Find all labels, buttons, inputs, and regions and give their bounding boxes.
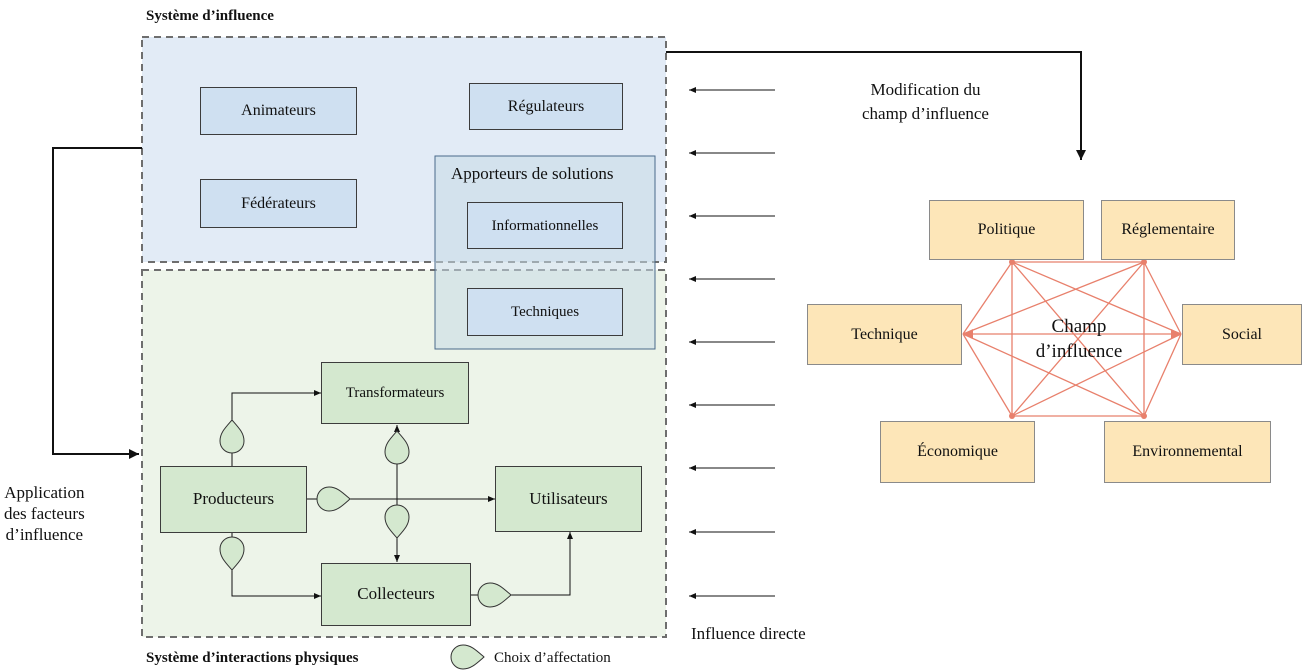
influence-field-edges bbox=[962, 261, 1182, 417]
modification-label-line-2: champ d’influence bbox=[862, 104, 989, 123]
solution-techniques: Techniques bbox=[467, 288, 623, 336]
factor-environnemental: Environnemental bbox=[1104, 421, 1271, 483]
influence-field-nodes bbox=[963, 259, 1181, 419]
solution-providers-title: Apporteurs de solutions bbox=[451, 164, 614, 183]
application-label-line-2: des facteurs bbox=[4, 504, 85, 523]
factor-politique: Politique bbox=[929, 200, 1084, 260]
modification-label: Modification du champ d’influence bbox=[862, 78, 989, 126]
factor-social: Social bbox=[1182, 304, 1302, 365]
actor-federateurs: Fédérateurs bbox=[200, 179, 357, 228]
actor-producteurs: Producteurs bbox=[160, 466, 307, 533]
assignment-choice-markers bbox=[219, 419, 512, 670]
actor-regulateurs: Régulateurs bbox=[469, 83, 623, 130]
choice-marker-transformateurs bbox=[384, 430, 410, 465]
influence-field-center-label: Champ d’influence bbox=[1020, 314, 1138, 364]
actor-transformateurs: Transformateurs bbox=[321, 362, 469, 424]
application-arrow bbox=[52, 147, 142, 459]
solution-informationnelles: Informationnelles bbox=[467, 202, 623, 249]
choice-marker-collecteurs bbox=[384, 504, 410, 539]
choice-marker-producteurs-transformateurs bbox=[219, 419, 245, 454]
actor-utilisateurs: Utilisateurs bbox=[495, 466, 642, 532]
modification-label-line-1: Modification du bbox=[870, 80, 981, 99]
influence-field-center-line-2: d’influence bbox=[1035, 341, 1123, 362]
application-label: Application des facteurs d’influence bbox=[4, 482, 85, 545]
factor-reglementaire: Réglementaire bbox=[1101, 200, 1235, 260]
choice-marker-producteurs-utilisateurs bbox=[316, 486, 351, 512]
application-label-line-3: d’influence bbox=[5, 525, 84, 544]
modification-arrow bbox=[666, 51, 1086, 160]
direct-influence-arrows bbox=[689, 87, 775, 599]
actor-collecteurs: Collecteurs bbox=[321, 563, 471, 626]
factor-technique: Technique bbox=[807, 304, 962, 365]
actor-animateurs: Animateurs bbox=[200, 87, 357, 135]
influence-system-title: Système d’influence bbox=[146, 8, 274, 24]
physical-system-title: Système d’interactions physiques bbox=[146, 650, 359, 666]
direct-influence-label: Influence directe bbox=[691, 624, 806, 643]
legend-label: Choix d’affectation bbox=[494, 650, 611, 666]
legend-choice-marker bbox=[450, 644, 485, 670]
influence-field-center-line-1: Champ bbox=[1051, 316, 1107, 337]
choice-marker-producteurs-collecteurs bbox=[219, 536, 245, 571]
factor-economique: Économique bbox=[880, 421, 1035, 483]
choice-marker-collecteurs-utilisateurs bbox=[477, 582, 512, 608]
application-label-line-1: Application bbox=[4, 483, 85, 502]
